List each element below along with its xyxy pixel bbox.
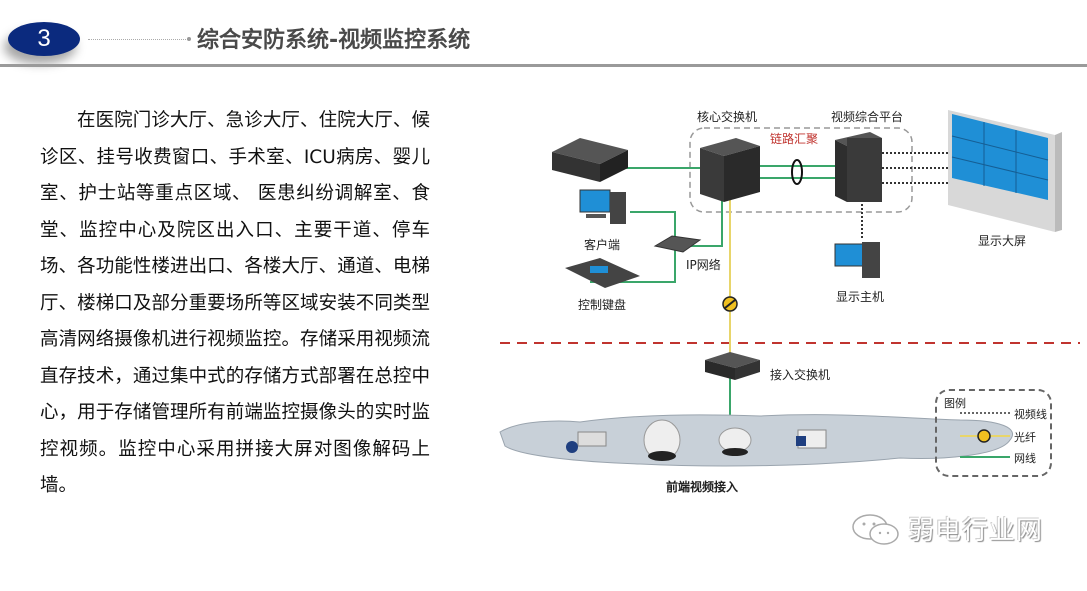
ip-network-label: IP网络: [686, 258, 721, 272]
slide-header: 3 综合安防系统-视频监控系统: [0, 0, 1087, 70]
display-wall-label: 显示大屏: [978, 234, 1027, 248]
display-host-label: 显示主机: [836, 290, 885, 304]
control-keyboard-label: 控制键盘: [578, 298, 627, 312]
wechat-icon: [852, 514, 899, 545]
video-platform-label: 视频综合平台: [831, 110, 904, 124]
ip-network-icon: [653, 235, 702, 253]
bullet-camera-icon: [566, 431, 607, 453]
client-label: 客户端: [584, 238, 621, 252]
link-aggregation-label: 链路汇聚: [770, 132, 819, 146]
video-lines: [861, 152, 950, 240]
link-aggregation-ellipse: [791, 159, 803, 185]
ptz-camera-icon: [643, 419, 681, 461]
core-group-box: [689, 127, 913, 213]
display-host-icon: [834, 242, 880, 278]
client-pc-icon: [579, 189, 626, 224]
legend-item-fiber: 光纤: [1014, 431, 1036, 444]
storage-device-icon: [552, 138, 628, 182]
access-switch-icon: [705, 352, 760, 380]
watermark-text: 弱电行业网: [908, 516, 1044, 546]
legend-box: [935, 389, 1052, 477]
dome-camera-icon: [718, 427, 752, 456]
slide-title: 综合安防系统-视频监控系统: [197, 28, 471, 53]
description-paragraph: 在医院门诊大厅、急诊大厅、住院大厅、候诊区、挂号收费窗口、手术室、ICU病房、婴…: [40, 110, 430, 496]
access-switch-label: 接入交换机: [770, 368, 831, 382]
legend-samples: [960, 412, 1010, 458]
box-camera-icon: [796, 429, 827, 449]
legend-title: 图例: [944, 397, 966, 410]
display-wall-icon: [948, 110, 1062, 232]
legend-item-network-cable: 网线: [1014, 452, 1036, 465]
control-keyboard-icon: [565, 258, 640, 288]
legend-item-video-line: 视频线: [1014, 408, 1047, 421]
core-switch-icon: [700, 138, 760, 202]
section-number-badge: 3: [8, 22, 80, 56]
dotted-connector: [88, 39, 188, 40]
frontend-cloud: [499, 414, 1013, 467]
header-divider: [0, 64, 1087, 67]
core-switch-label: 核心交换机: [697, 110, 758, 124]
frontend-label: 前端视频接入: [666, 480, 739, 494]
video-platform-icon: [835, 132, 882, 202]
connector-dot: [187, 37, 191, 41]
